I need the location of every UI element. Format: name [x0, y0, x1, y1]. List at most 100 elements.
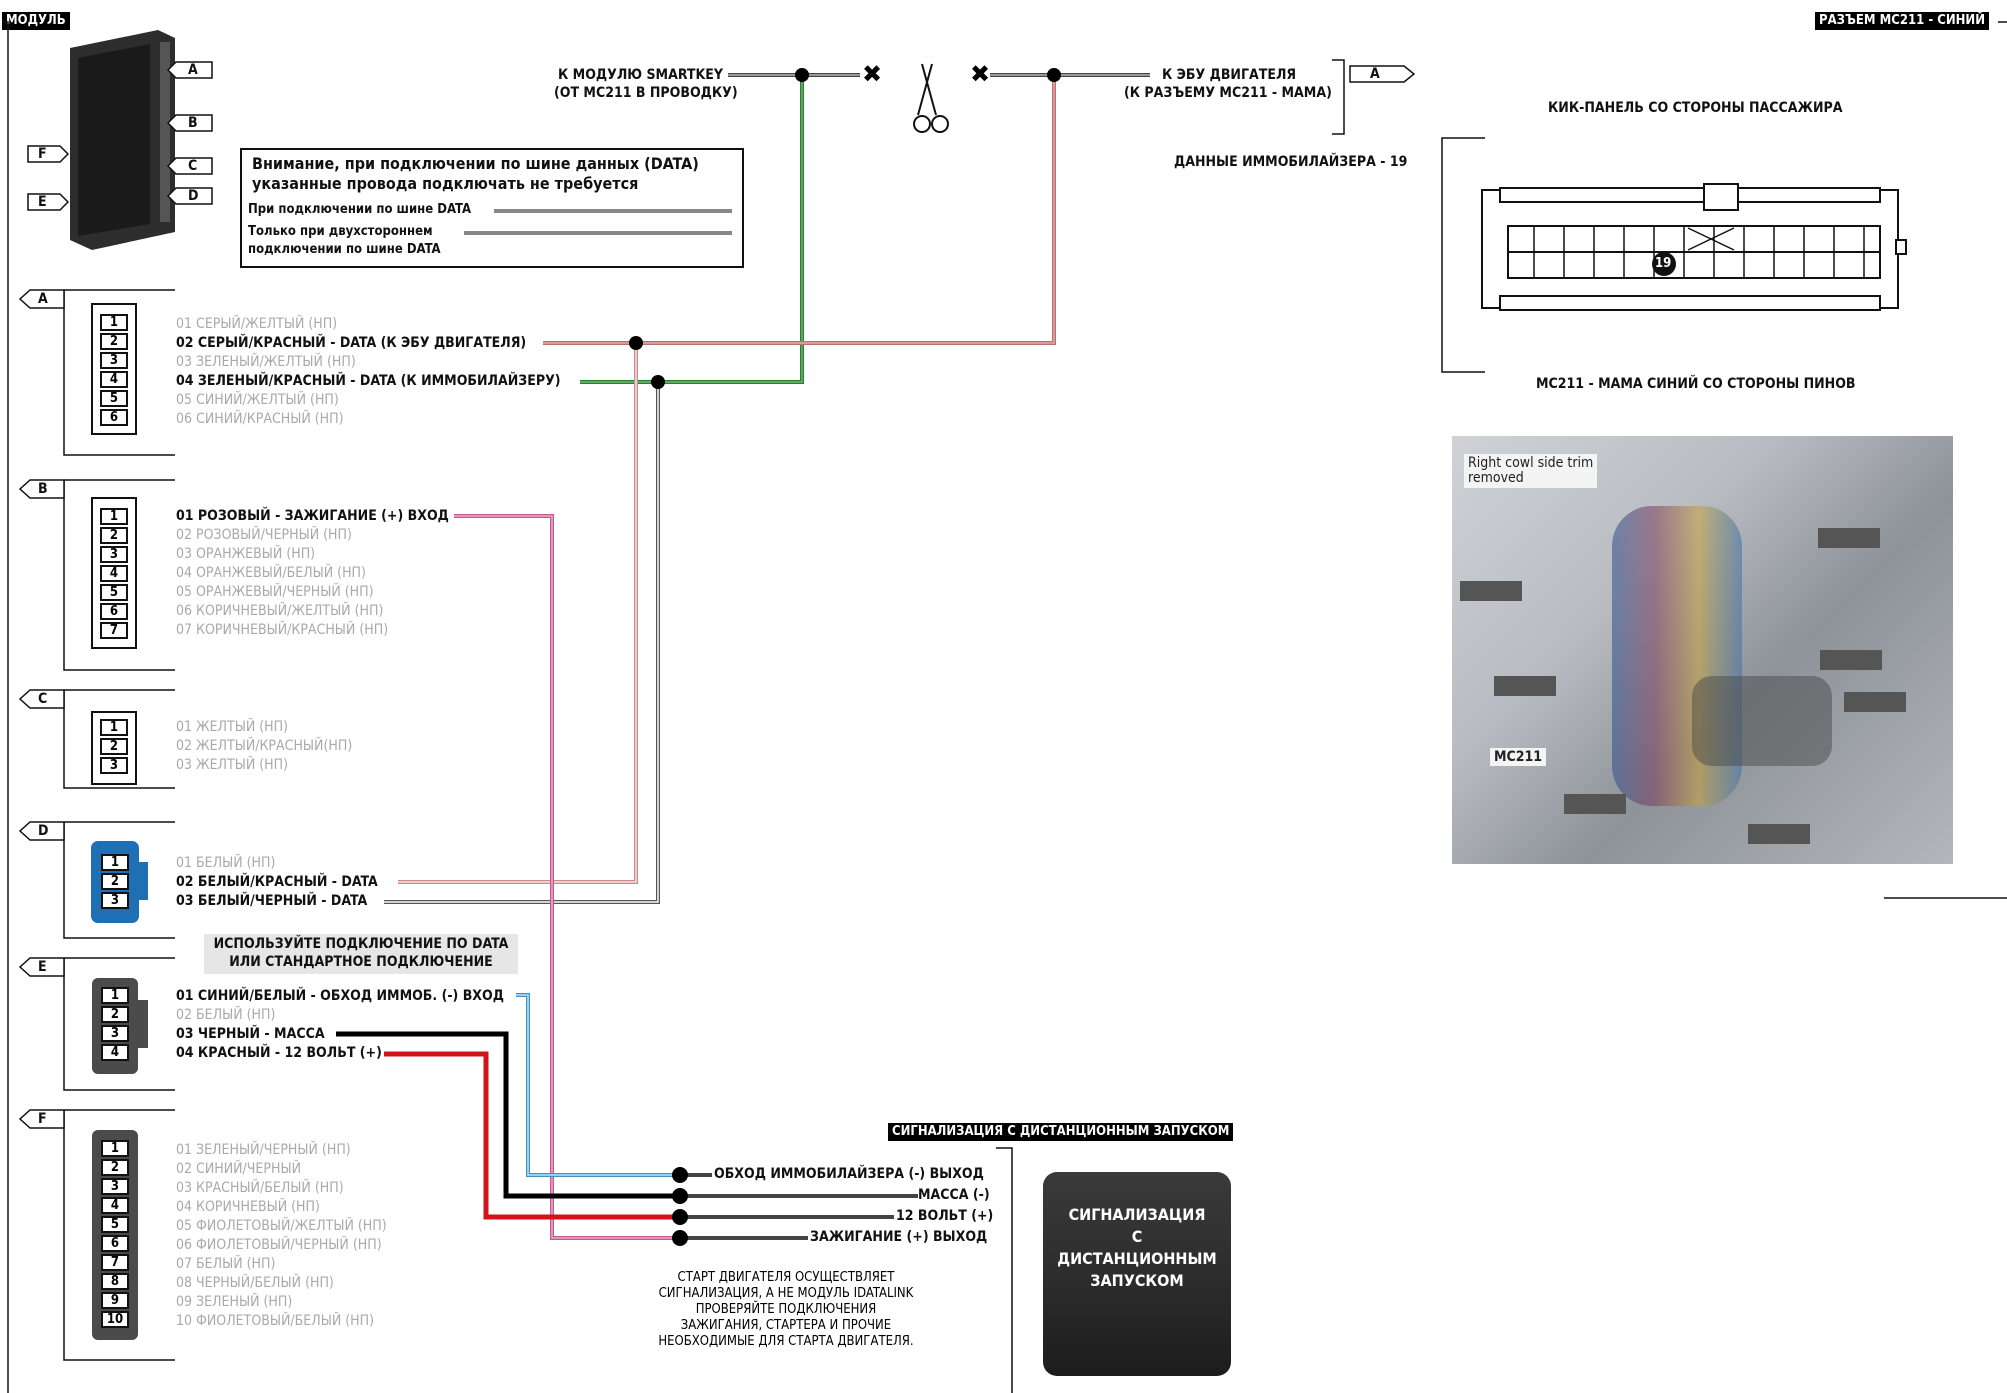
connector-f-tag: F [38, 1111, 47, 1127]
pin: 3 [100, 757, 128, 774]
pin-19-label: 19 [1655, 256, 1672, 271]
wire-label: 01 ЖЕЛТЫЙ (НП) [176, 719, 289, 735]
notice-row-2a: Только при двухстороннем [248, 224, 433, 239]
pin: 1 [101, 854, 129, 871]
pin: 8 [101, 1273, 129, 1290]
smartkey-sublabel: (ОТ МС211 В ПРОВОДКУ) [554, 85, 738, 101]
wire-label: 03 БЕЛЫЙ/ЧЕРНЫЙ - DATA [176, 893, 368, 909]
photo-label-box [1844, 692, 1906, 712]
wire-label: 05 ФИОЛЕТОВЫЙ/ЖЕЛТЫЙ (НП) [176, 1218, 387, 1234]
wire-label: 04 КОРИЧНЕВЫЙ (НП) [176, 1199, 320, 1215]
start-note: СТАРТ ДВИГАТЕЛЯ ОСУЩЕСТВЛЯЕТ СИГНАЛИЗАЦИ… [600, 1270, 972, 1350]
alarm-unit-line: ДИСТАНЦИОННЫМ [1057, 1249, 1217, 1268]
wire-label: 03 ЗЕЛЕНЫЙ/ЖЕЛТЫЙ (НП) [176, 354, 356, 370]
notice-wire-sample-2 [464, 231, 732, 235]
wire-label: 05 ОРАНЖЕВЫЙ/ЧЕРНЫЙ (НП) [176, 584, 374, 600]
module-header: МОДУЛЬ [2, 12, 70, 30]
pin: 1 [100, 508, 128, 525]
pin: 3 [101, 892, 129, 909]
wire-label: 05 СИНИЙ/ЖЕЛТЫЙ (НП) [176, 392, 339, 408]
wire-label: 04 ОРАНЖЕВЫЙ/БЕЛЫЙ (НП) [176, 565, 366, 581]
mc211-connector-drawing [1481, 183, 1907, 311]
wire-label: 06 ФИОЛЕТОВЫЙ/ЧЕРНЫЙ (НП) [176, 1237, 382, 1253]
alarm-output-ground: МАССА (-) [918, 1187, 990, 1203]
ecu-sublabel: (К РАЗЪЕМУ МС211 - МАМА) [1124, 85, 1332, 101]
wire-label: 02 ЖЕЛТЫЙ/КРАСНЫЙ(НП) [176, 738, 353, 754]
data-notice-box: Внимание, при подключении по шине данных… [240, 148, 744, 268]
pin: 3 [100, 546, 128, 563]
notice-title-2: указанные провода подключать не требуетс… [252, 174, 639, 193]
pin: 3 [100, 352, 128, 369]
use-data-note-1: ИСПОЛЬЗУЙТЕ ПОДКЛЮЧЕНИЕ ПО DATA [213, 936, 509, 952]
start-note-line: ПРОВЕРЯЙТЕ ПОДКЛЮЧЕНИЯ [695, 1302, 877, 1317]
wire-label: 03 КРАСНЫЙ/БЕЛЫЙ (НП) [176, 1180, 344, 1196]
use-data-note-2: ИЛИ СТАНДАРТНОЕ ПОДКЛЮЧЕНИЕ [229, 954, 493, 970]
pin: 5 [100, 584, 128, 601]
notice-wire-sample-1 [494, 209, 732, 213]
photo-label-box [1748, 824, 1810, 844]
wire-label: 08 ЧЕРНЫЙ/БЕЛЫЙ (НП) [176, 1275, 334, 1291]
photo-label-box [1564, 794, 1626, 814]
kick-panel-label: КИК-ПАНЕЛЬ СО СТОРОНЫ ПАССАЖИРА [1548, 100, 1843, 116]
module-tags [27, 61, 213, 211]
scissors-icon [913, 63, 949, 133]
photo-caption-2: removed [1468, 470, 1524, 486]
pin: 3 [101, 1178, 129, 1195]
start-note-line: НЕОБХОДИМЫЕ ДЛЯ СТАРТА ДВИГАТЕЛЯ. [658, 1334, 914, 1349]
module-tag-d: D [188, 188, 199, 204]
wire-label: 01 ЗЕЛЕНЫЙ/ЧЕРНЫЙ (НП) [176, 1142, 351, 1158]
photo-label-box [1494, 676, 1556, 696]
svg-text:✖: ✖ [970, 60, 990, 88]
pin: 1 [101, 987, 129, 1004]
wire-label: 06 КОРИЧНЕВЫЙ/ЖЕЛТЫЙ (НП) [176, 603, 384, 619]
mc211-caption: МС211 - МАМА СИНИЙ СО СТОРОНЫ ПИНОВ [1536, 376, 1856, 392]
pin: 1 [100, 314, 128, 331]
alarm-output-ignition: ЗАЖИГАНИЕ (+) ВЫХОД [810, 1229, 988, 1245]
ecu-tag: A [1370, 66, 1380, 82]
pin: 2 [100, 333, 128, 350]
alarm-unit: СИГНАЛИЗАЦИЯ С ДИСТАНЦИОННЫМ ЗАПУСКОМ [1043, 1172, 1231, 1376]
pin: 6 [100, 603, 128, 620]
pin: 4 [100, 565, 128, 582]
pin: 4 [100, 371, 128, 388]
photo-caption-1: Right cowl side trim [1468, 455, 1594, 471]
pin: 2 [101, 873, 129, 890]
svg-text:✖: ✖ [862, 60, 882, 88]
wire-label: 03 ОРАНЖЕВЫЙ (НП) [176, 546, 316, 562]
module-tag-b: B [188, 115, 198, 131]
start-note-line: ЗАЖИГАНИЯ, СТАРТЕРА И ПРОЧИЕ [680, 1318, 892, 1333]
pin: 6 [101, 1235, 129, 1252]
pin: 10 [101, 1311, 129, 1328]
wire-label: 02 РОЗОВЫЙ/ЧЕРНЫЙ (НП) [176, 527, 352, 543]
module-device-icon [70, 30, 175, 250]
pin: 3 [101, 1025, 129, 1042]
connector-header: РАЗЪЕМ МС211 - СИНИЙ [1815, 12, 1989, 30]
pin: 7 [100, 622, 128, 639]
pin: 7 [101, 1254, 129, 1271]
connector-c-tag: C [38, 691, 48, 707]
wire-label: 07 КОРИЧНЕВЫЙ/КРАСНЫЙ (НП) [176, 622, 389, 638]
use-data-note: ИСПОЛЬЗУЙТЕ ПОДКЛЮЧЕНИЕ ПО DATA ИЛИ СТАН… [204, 934, 518, 974]
wire-label: 06 СИНИЙ/КРАСНЫЙ (НП) [176, 411, 344, 427]
module-tag-e: E [38, 194, 47, 210]
wire-label: 02 БЕЛЫЙ (НП) [176, 1007, 276, 1023]
wire-label: 01 СИНИЙ/БЕЛЫЙ - ОБХОД ИММОБ. (-) ВХОД [176, 988, 504, 1004]
module-tag-c: C [188, 158, 198, 174]
wire-label: 01 РОЗОВЫЙ - ЗАЖИГАНИЕ (+) ВХОД [176, 508, 449, 524]
pin: 2 [101, 1006, 129, 1023]
alarm-unit-line: ЗАПУСКОМ [1090, 1271, 1184, 1290]
notice-row-2b: подключении по шине DATA [248, 242, 441, 257]
photo-harness-lower [1692, 676, 1832, 766]
smartkey-label: К МОДУЛЮ SMARTKEY [558, 67, 723, 83]
connector-d-tag: D [38, 823, 49, 839]
ecu-label: К ЭБУ ДВИГАТЕЛЯ [1162, 67, 1297, 83]
start-note-line: СТАРТ ДВИГАТЕЛЯ ОСУЩЕСТВЛЯЕТ [677, 1270, 895, 1285]
alarm-unit-line: СИГНАЛИЗАЦИЯ [1068, 1205, 1206, 1224]
wire-label: 02 СЕРЫЙ/КРАСНЫЙ - DATA (К ЭБУ ДВИГАТЕЛЯ… [176, 335, 527, 351]
kick-panel-photo: Right cowl side trim removed MC211 [1452, 436, 1953, 864]
wire-label: 02 СИНИЙ/ЧЕРНЫЙ [176, 1161, 301, 1177]
pin: 1 [100, 719, 128, 736]
alarm-output-immo: ОБХОД ИММОБИЛАЙЗЕРА (-) ВЫХОД [714, 1166, 984, 1182]
photo-mc211-label: MC211 [1490, 748, 1547, 766]
wire-label: 03 ЖЕЛТЫЙ (НП) [176, 757, 289, 773]
